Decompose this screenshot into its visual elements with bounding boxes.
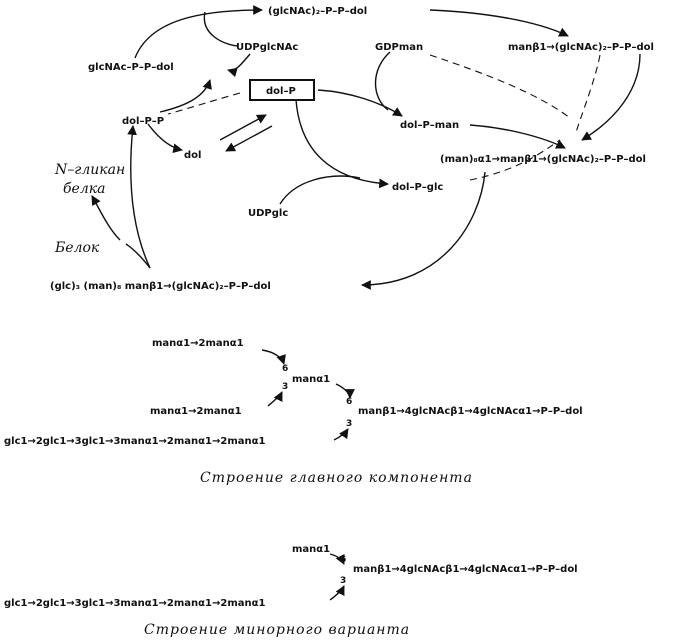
label-udpglcnac: UDPglcNAc [236, 42, 298, 53]
arrow-man8-to-final [361, 171, 486, 290]
main-link6-b: 6 [346, 397, 352, 407]
label-n-glycan-1: N–гликан [54, 162, 125, 178]
label-glcnac-ppdol: glcNAc–P–P–dol [88, 62, 174, 73]
main-core: manβ1→4glcNAcβ1→4glcNAcα1→P–P–dol [358, 406, 583, 417]
arrow-glcnac-to-glcnac2 [134, 5, 263, 59]
arrow-dolpp-to-dol [147, 123, 183, 154]
main-branch-top: manα1→2manα1 [152, 338, 244, 349]
minor-structure: manα1 6 3 manβ1→4glcNAcβ1→4glcNAcα1→P–P–… [4, 544, 578, 638]
label-dol-p-glc: dol–P–glc [392, 182, 443, 193]
minor-link3: 3 [340, 576, 346, 586]
main-arrow-top [261, 349, 286, 365]
minor-core: manβ1→4glcNAcβ1→4glcNAcα1→P–P–dol [353, 564, 578, 575]
label-final-precursor: (glc)₃ (man)₈ manβ1→(glcNAc)₂–P–P–dol [50, 281, 271, 292]
arrow-udpglcnac-feed [203, 11, 239, 47]
main-arrow-bottom [333, 428, 349, 441]
arrow-glcnac2-to-manb1 [429, 9, 569, 37]
dash-gdpman-to-man8 [429, 54, 571, 119]
main-link6-a: 6 [282, 364, 288, 374]
main-link3-b: 3 [346, 419, 352, 429]
arrow-dolp-to-dol [225, 125, 273, 152]
label-man-b1-glcnac2: manβ1→(glcNAc)₂–P–P–dol [508, 42, 654, 53]
label-glcnac2-ppdol: (glcNAc)₂–P–P–dol [268, 6, 367, 17]
main-branch-bottom: glc1→2glc1→3glc1→3manα1→2manα1→2manα1 [4, 436, 265, 447]
main-arrow-mid [267, 391, 283, 407]
dash-dolp-to-dolpp [167, 92, 241, 115]
label-udpglc: UDPglc [248, 208, 288, 219]
minor-branch-bottom: glc1→2glc1→3glc1→3manα1→2manα1→2manα1 [4, 598, 265, 609]
pathway-arrows [91, 5, 641, 290]
dolp-box [249, 79, 315, 101]
minor-arrow-top [329, 553, 345, 565]
arrow-protein-to-nglycan [91, 195, 121, 241]
pathway-labels: (glcNAc)₂–P–P–dol UDPglcNAc GDPman manβ1… [50, 6, 654, 292]
main-caption: Строение главного компонента [200, 470, 473, 486]
main-structure: manα1→2manα1 manα1→2manα1 glc1→2glc1→3gl… [4, 338, 583, 486]
minor-branch-top: manα1 [292, 544, 330, 555]
arrow-udpglc-feed [279, 175, 361, 205]
label-gdpman: GDPman [375, 42, 423, 53]
arrow-gdpman-feed [374, 51, 391, 111]
label-protein: Белок [54, 240, 100, 256]
arrow-dolp-to-dolpglc [295, 99, 389, 189]
arrow-manb1-to-man8 [581, 53, 641, 141]
label-man8-intermediate: (man)₈α1→manβ1→(glcNAc)₂–P–P–dol [440, 154, 646, 165]
arrow-dolp-to-dolpman [317, 89, 403, 117]
label-n-glycan-2: белка [63, 181, 105, 197]
arrow-final-to-dolpp [127, 125, 151, 269]
arrow-dolpp-to-glcnac [159, 79, 212, 113]
label-dol-p-man: dol–P–man [400, 120, 459, 131]
arrow-udpglcnac-to-glcnac [227, 53, 251, 78]
main-link3-a: 3 [282, 382, 288, 392]
label-dolp: dol–P [266, 86, 296, 97]
minor-caption: Строение минорного варианта [144, 622, 410, 638]
minor-arrow-bottom [329, 585, 345, 601]
arrow-dolpman-to-man8 [469, 124, 566, 149]
dash-manb1-to-man8 [574, 54, 601, 136]
arrow-dol-to-dolp [219, 114, 267, 141]
main-mid-man: manα1 [292, 374, 330, 385]
label-dolpp: dol–P–P [122, 116, 164, 127]
main-branch-mid: manα1→2manα1 [150, 406, 242, 417]
label-dol: dol [184, 150, 201, 161]
arrow-final-hook [125, 243, 151, 269]
main-arrow-manp [335, 383, 355, 399]
